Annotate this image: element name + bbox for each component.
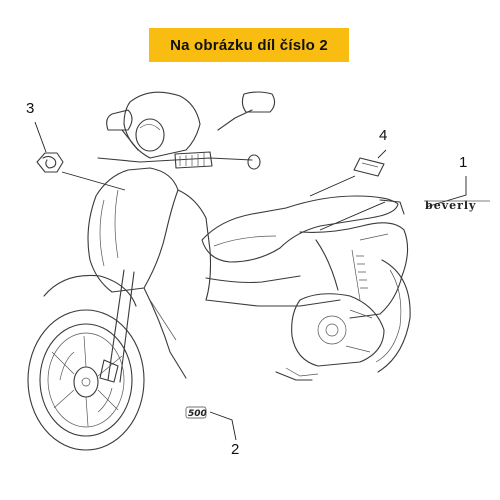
callout-4: 4 <box>379 127 388 144</box>
body-floor <box>205 299 341 307</box>
front-fork <box>107 269 135 383</box>
logo-decal: beverly <box>424 199 490 212</box>
seat <box>201 195 399 263</box>
left-mirror <box>106 109 133 131</box>
windshield <box>123 91 201 159</box>
model-badge-text: 500 <box>188 409 207 419</box>
rear-body <box>299 222 409 319</box>
label-plate <box>353 157 385 177</box>
leader-line-1 <box>425 176 467 208</box>
rear-shock <box>351 249 368 301</box>
header-banner: Na obrázku díl číslo 2 <box>149 28 349 62</box>
engine <box>291 293 385 367</box>
front-shield <box>87 167 179 293</box>
rear-wheel <box>377 259 411 373</box>
leader-line-2 <box>209 411 237 441</box>
scooter-outline <box>27 91 411 451</box>
callout-2: 2 <box>231 441 240 458</box>
leader-line-3b <box>61 171 126 191</box>
header-title: Na obrázku díl číslo 2 <box>170 36 328 54</box>
leader-lines <box>34 121 467 441</box>
leader-line-4b <box>309 175 356 197</box>
callout-3: 3 <box>26 100 35 117</box>
front-wheel <box>27 309 145 451</box>
front-fender <box>43 274 137 307</box>
model-badge: 500 <box>185 406 207 419</box>
right-mirror <box>241 91 276 113</box>
leader-line-3 <box>34 121 47 153</box>
headlight <box>135 118 165 152</box>
callout-1: 1 <box>459 154 468 171</box>
hexagon-emblem <box>36 152 64 173</box>
leader-line-4 <box>377 149 387 159</box>
leader-line-1b <box>319 201 386 231</box>
logo-decal-text: beverly <box>425 199 476 212</box>
